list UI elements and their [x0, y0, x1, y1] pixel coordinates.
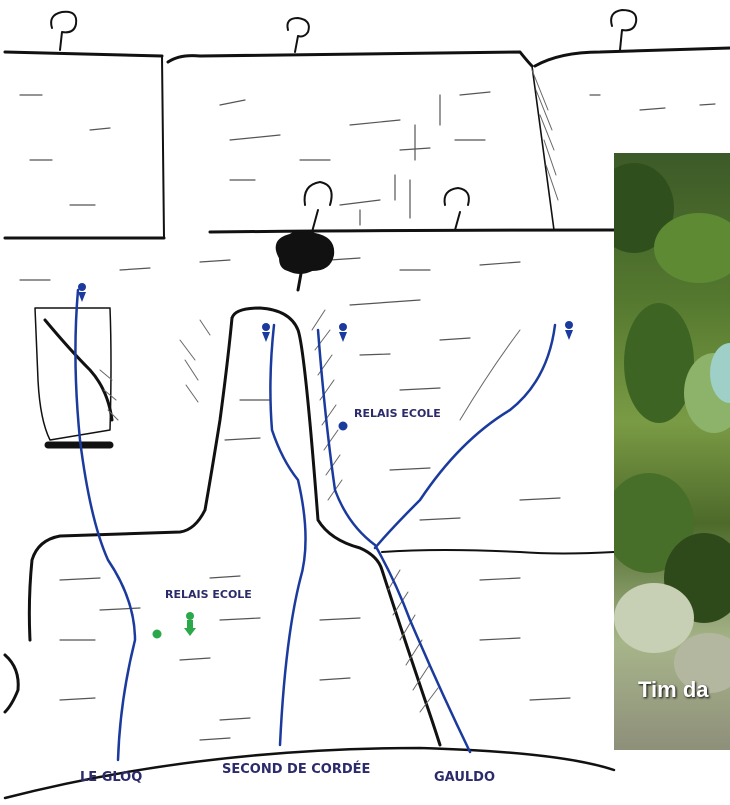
cave-outline	[35, 308, 111, 440]
tree-icon	[287, 18, 308, 52]
anchor-bolt-icon	[262, 323, 270, 331]
top-ledge-line	[5, 48, 730, 66]
tree-icon	[305, 182, 332, 232]
relay-point-icon	[339, 422, 348, 431]
relay-point-icon	[153, 630, 162, 639]
large-tree-icon	[277, 231, 334, 290]
relay-label-lower: RELAIS ECOLE	[165, 588, 252, 601]
tree-icon	[611, 10, 636, 50]
photo-caption: Tim da	[638, 677, 709, 703]
route-label-le-gloq: LE GLOQ	[80, 770, 142, 785]
tree-icon	[445, 188, 469, 230]
route-line-second-de-cordee	[270, 325, 305, 745]
route-lines	[75, 290, 555, 760]
tree-icon	[51, 12, 76, 50]
anchor-bolt-icon	[339, 323, 347, 331]
anchor-bolt-icon	[186, 612, 194, 620]
route-label-gauldo: GAULDO	[434, 770, 495, 785]
cliff-block-edge	[162, 56, 164, 238]
anchor-bolt-icon	[565, 321, 573, 329]
climber-photo: Tim da	[614, 153, 730, 750]
route-line-le-gloq	[75, 290, 135, 760]
route-label-second-de-cordee: SECOND DE CORDÉE	[222, 762, 370, 777]
route-line-right	[375, 325, 555, 548]
relay-label-upper: RELAIS ECOLE	[354, 407, 441, 420]
anchor-bolt-icon	[78, 283, 86, 291]
